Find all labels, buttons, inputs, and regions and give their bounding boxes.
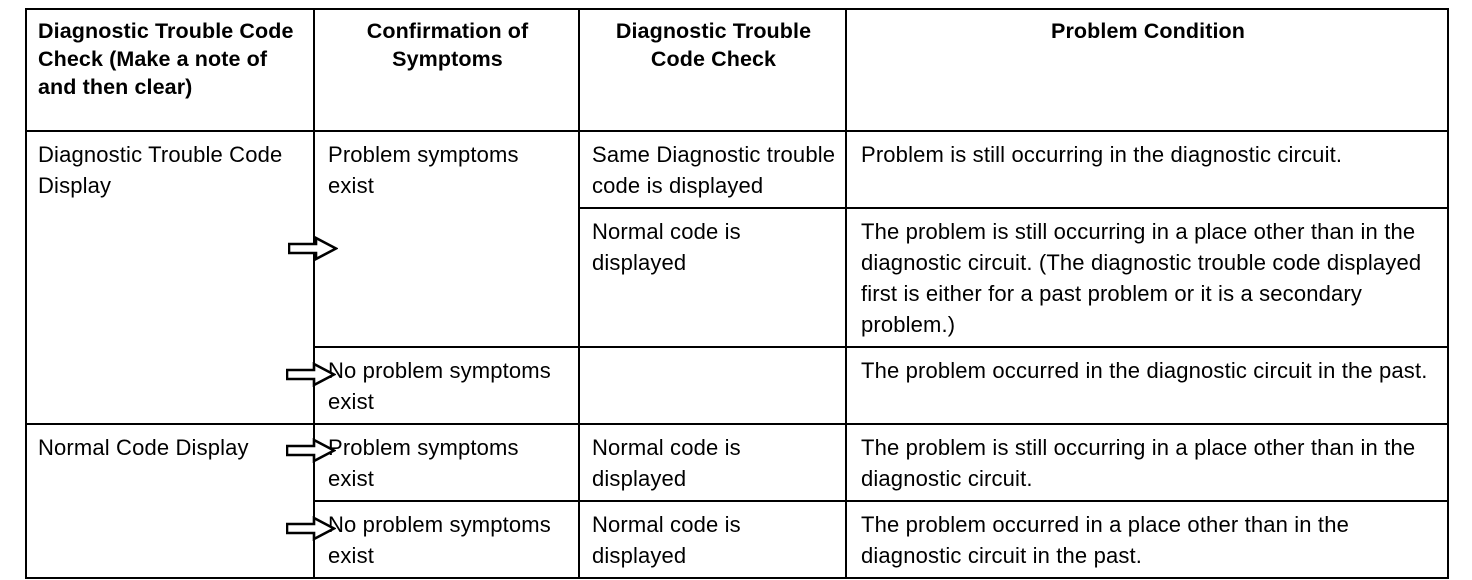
cell-recheck-normal-code-2: Normal code is displayed bbox=[578, 423, 847, 502]
cell-condition-occurred-other-place-past: The problem occurred in a place other th… bbox=[845, 500, 1449, 579]
cell-no-symptoms-exist: No problem symptoms exist bbox=[313, 346, 580, 425]
cell-recheck-normal-code-3: Normal code is displayed bbox=[578, 500, 847, 579]
diagnostic-trouble-code-table: Diagnostic Trouble Code Check (Make a no… bbox=[25, 8, 1449, 579]
cell-condition-other-place-past-or-secondary: The problem is still occurring in a plac… bbox=[845, 207, 1449, 348]
table-header-row: Diagnostic Trouble Code Check (Make a no… bbox=[25, 8, 1449, 132]
cell-code-check-display: Diagnostic Trouble Code Display bbox=[25, 130, 315, 425]
cell-no-symptoms-exist-normal: No problem symptoms exist bbox=[313, 500, 580, 579]
table-row: No problem symptoms exist The problem oc… bbox=[26, 346, 1449, 425]
table-row: No problem symptoms exist Normal code is… bbox=[26, 500, 1449, 579]
column-header-code-check-recheck: Diagnostic Trouble Code Check bbox=[578, 8, 847, 132]
cell-normal-code-display: Normal Code Display bbox=[25, 423, 315, 579]
table-body: Diagnostic Trouble Code Display Problem … bbox=[25, 130, 1449, 579]
cell-condition-occurred-diagnostic-past: The problem occurred in the diagnostic c… bbox=[845, 346, 1449, 425]
cell-recheck-same-code: Same Diagnostic trouble code is displaye… bbox=[578, 130, 847, 209]
column-header-confirmation-of-symptoms: Confirmation of Symptoms bbox=[313, 8, 580, 132]
cell-condition-still-occurring-diagnostic: Problem is still occurring in the diagno… bbox=[845, 130, 1449, 209]
column-header-problem-condition: Problem Condition bbox=[845, 8, 1449, 132]
table-row: Normal code is displayed The problem is … bbox=[26, 207, 1449, 348]
table-row: Normal Code Display Problem symptoms exi… bbox=[25, 423, 1449, 579]
cell-symptoms-exist-normal: Problem symptoms exist bbox=[313, 423, 580, 502]
cell-condition-still-occurring-other-place: The problem is still occurring in a plac… bbox=[845, 423, 1449, 502]
table-header: Diagnostic Trouble Code Check (Make a no… bbox=[25, 8, 1449, 132]
cell-symptoms-exist: Problem symptoms exist bbox=[313, 130, 580, 348]
cell-recheck-blank bbox=[578, 346, 847, 425]
column-header-code-check-initial: Diagnostic Trouble Code Check (Make a no… bbox=[25, 8, 315, 132]
table-row: Diagnostic Trouble Code Display Problem … bbox=[25, 130, 1449, 425]
cell-recheck-normal-code: Normal code is displayed bbox=[578, 207, 847, 348]
